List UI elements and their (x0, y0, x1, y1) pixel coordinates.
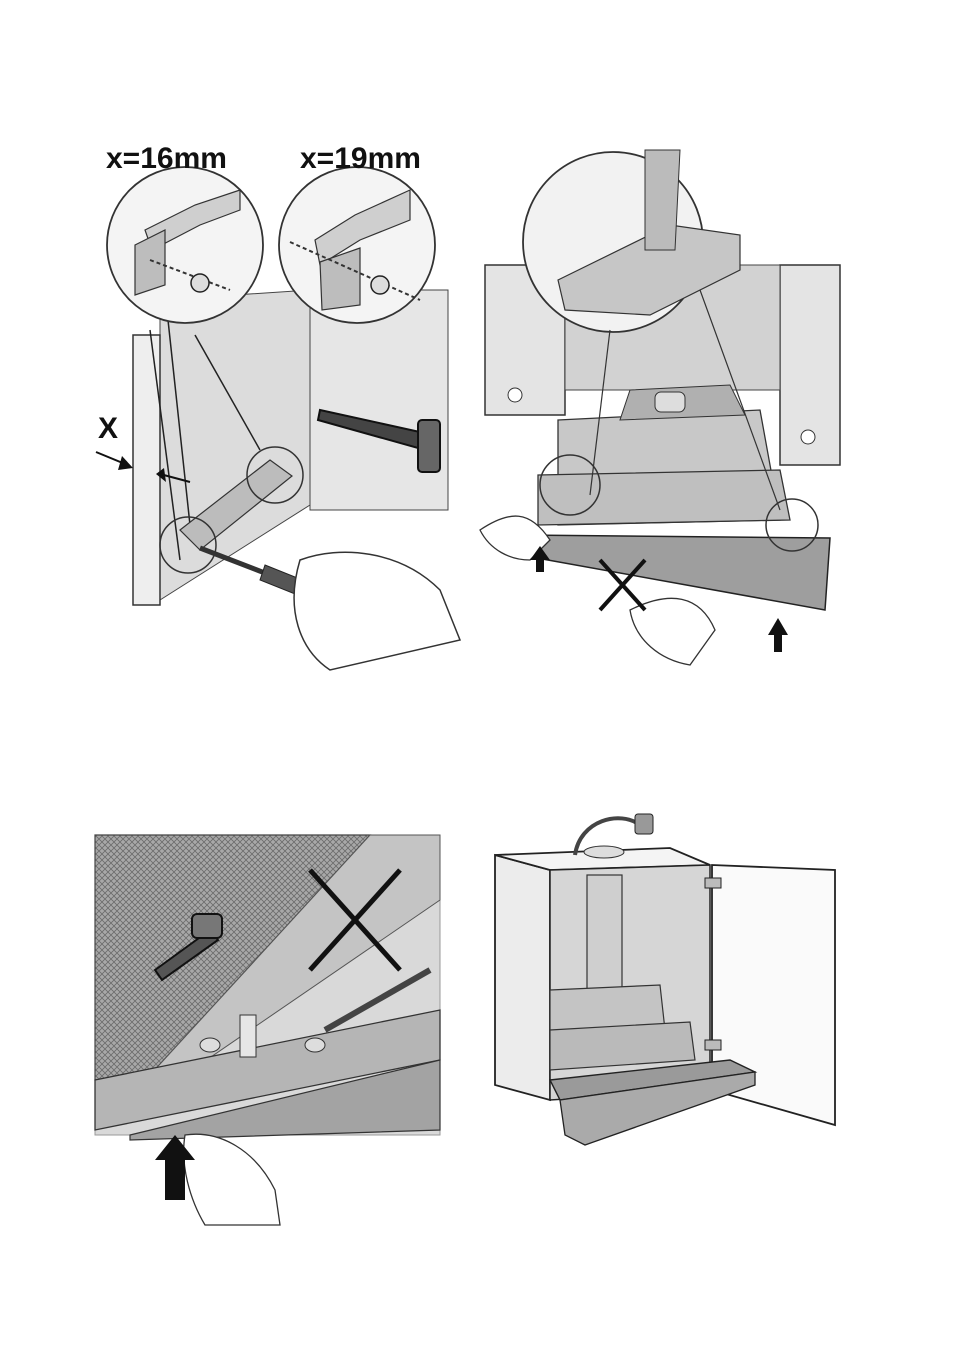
filter-closeup-illustration (90, 830, 445, 1230)
figure-filter-closeup (90, 830, 445, 1230)
bracket-fixing-illustration (0, 0, 480, 690)
label-19mm: x=19mm (300, 142, 421, 176)
label-gap-x: X (98, 412, 118, 446)
figure-bracket-fixing: x=16mm x=19mm X (0, 0, 480, 690)
label-16mm: x=16mm (106, 142, 227, 176)
figure-hood-insertion (470, 140, 850, 680)
hood-insertion-illustration (470, 140, 850, 680)
cabinet-installed-illustration (490, 800, 850, 1160)
figure-cabinet-installed (490, 800, 850, 1160)
